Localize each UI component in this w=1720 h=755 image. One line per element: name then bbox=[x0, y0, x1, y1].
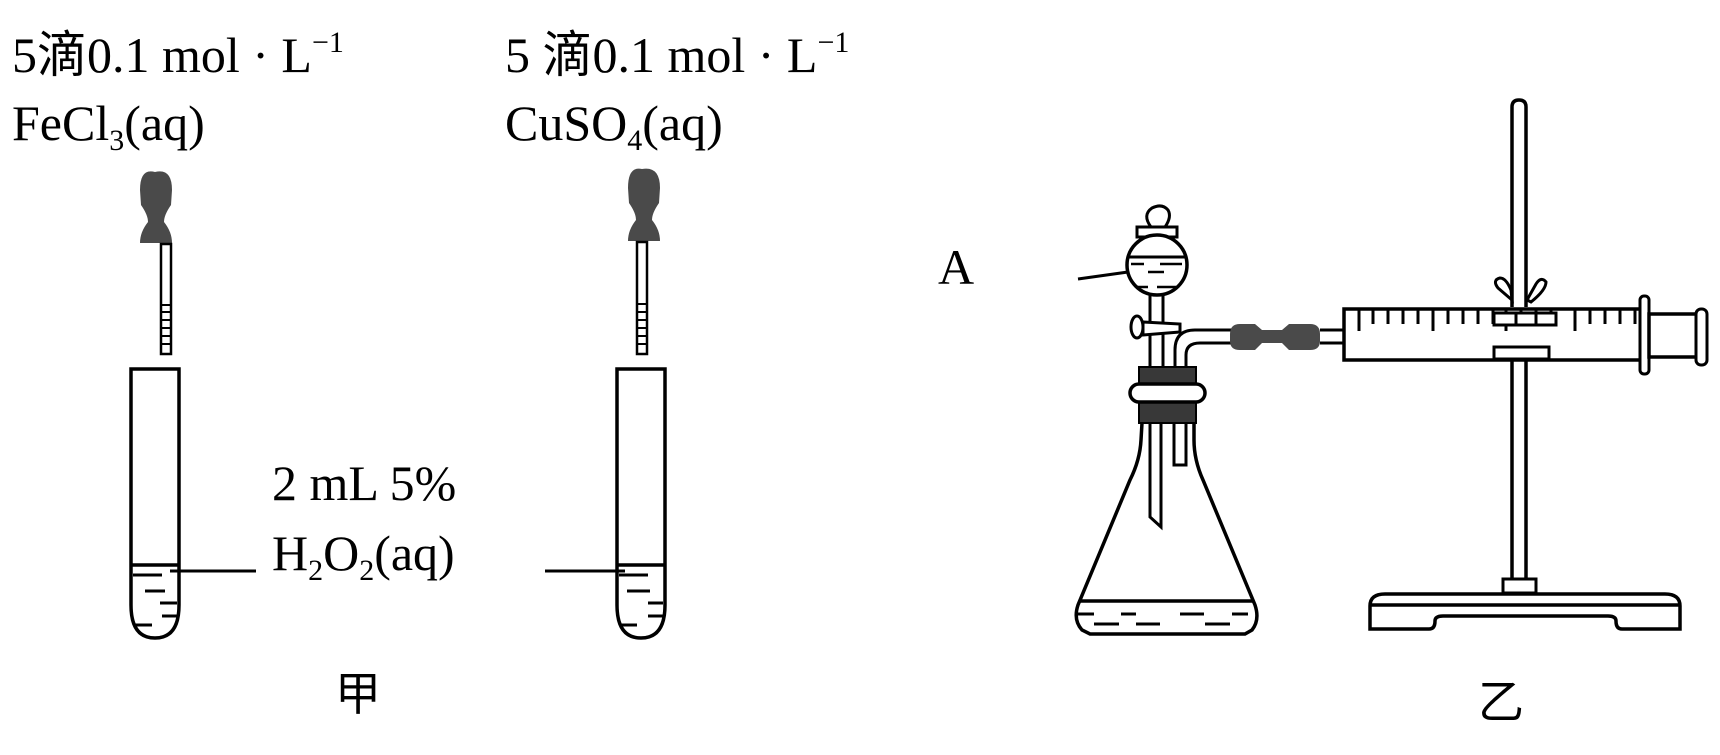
h2o2-formula-label: H2O2(aq) bbox=[272, 525, 455, 587]
cuso4-formula-label: CuSO4(aq) bbox=[505, 95, 723, 157]
funnel-label-a: A bbox=[938, 239, 975, 295]
separatory-funnel-icon bbox=[1077, 204, 1189, 367]
caption-yi: 乙 bbox=[1478, 677, 1524, 728]
rubber-tube-icon bbox=[1230, 324, 1320, 350]
dropper-right-icon bbox=[628, 168, 660, 356]
iron-stand-icon bbox=[1368, 98, 1682, 631]
delivery-tube-icon bbox=[1173, 328, 1344, 368]
cuso4-concentration-label: 5 滴0.1 mol · L−1 bbox=[505, 26, 850, 83]
rubber-stopper-icon bbox=[1128, 366, 1207, 424]
caption-jia: 甲 bbox=[335, 669, 381, 720]
fecl3-concentration-label: 5滴0.1 mol · L−1 bbox=[12, 26, 344, 83]
test-tube-left-icon bbox=[129, 367, 181, 640]
conical-flask-icon bbox=[1074, 422, 1259, 636]
gas-syringe-icon bbox=[1342, 294, 1709, 376]
h2o2-volume-label: 2 mL 5% bbox=[272, 455, 457, 511]
fecl3-formula-label: FeCl3(aq) bbox=[12, 95, 205, 157]
test-tube-right-icon bbox=[615, 367, 667, 640]
dropper-left-icon bbox=[140, 171, 173, 356]
